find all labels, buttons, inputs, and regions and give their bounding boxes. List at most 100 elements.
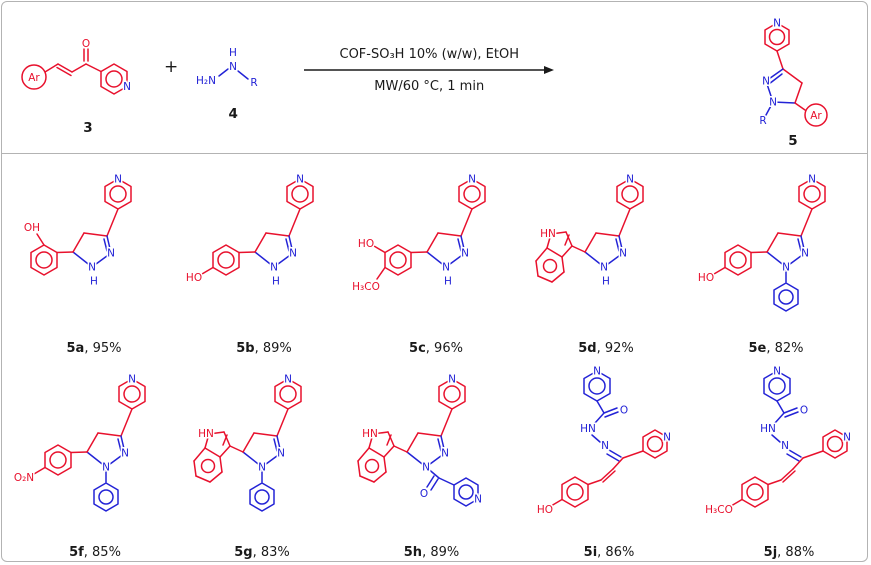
oh-bond bbox=[36, 233, 45, 246]
ho-label: HO bbox=[537, 504, 553, 516]
pyridyl-ring bbox=[802, 429, 848, 459]
compound-yield: , 92% bbox=[596, 341, 634, 356]
structure-5g: N N N HN bbox=[193, 372, 302, 512]
conditions-line1: COF-SO₃H 10% (w/w), EtOH bbox=[339, 47, 519, 62]
product-5f: N N N O₂N 5f, 85% bbox=[10, 356, 180, 560]
product-caption: 5g, 83% bbox=[234, 545, 290, 560]
n2-label: N bbox=[441, 448, 449, 460]
pyridine-n-label: N bbox=[468, 174, 476, 186]
bonds bbox=[218, 68, 249, 80]
carbonyl-o-label: O bbox=[420, 488, 428, 500]
compound-id: 5f bbox=[69, 545, 84, 560]
pyrazoline-ring bbox=[242, 408, 289, 468]
pyrazoline-ring bbox=[72, 208, 119, 268]
aryl-ring bbox=[373, 244, 428, 280]
product-caption: 5d, 92% bbox=[578, 341, 634, 356]
ho-label: HO bbox=[186, 272, 202, 284]
indolyl-group bbox=[357, 431, 408, 483]
ho-bond bbox=[713, 266, 726, 275]
structure-5a: N N N H OH bbox=[22, 172, 132, 289]
structure-5f: N N N O₂N bbox=[12, 372, 146, 512]
compound-id: 5g bbox=[234, 545, 253, 560]
n-label: N bbox=[229, 61, 237, 73]
nh-h-label: H bbox=[444, 276, 452, 288]
compound-id: 5j bbox=[763, 545, 778, 560]
n2-label: N bbox=[619, 248, 627, 260]
pyridine-n-label: N bbox=[284, 374, 292, 386]
h3co-label: H₃CO bbox=[705, 504, 733, 516]
substituents bbox=[765, 100, 828, 127]
nh-h-label: H bbox=[602, 276, 610, 288]
compound-yield: , 89% bbox=[422, 545, 460, 560]
compound-id: 5b bbox=[236, 341, 255, 356]
products-row-2: N N N O₂N 5f, 85% bbox=[10, 356, 867, 560]
hydrazide-chain bbox=[771, 400, 802, 462]
n2-label: N bbox=[801, 248, 809, 260]
product-5d: N N N H HN 5d, 92% bbox=[522, 156, 690, 356]
product-5h: N N N HN O N 5h, 89% bbox=[344, 356, 519, 560]
compound-yield: , 83% bbox=[252, 545, 290, 560]
n1-label: N bbox=[102, 462, 110, 474]
aryl-ring bbox=[713, 244, 768, 276]
pyridine-n-label: N bbox=[808, 174, 816, 186]
hn-label: HN bbox=[760, 423, 776, 435]
imine-n-label: N bbox=[781, 440, 789, 452]
pyridyl-ring bbox=[100, 63, 128, 95]
product-5a: N N N H OH 5a, 95% bbox=[10, 156, 178, 356]
compound-number-4: 4 bbox=[228, 106, 238, 122]
ho-bond bbox=[550, 498, 563, 507]
imine-n-label: N bbox=[601, 440, 609, 452]
ome-bond bbox=[730, 498, 743, 507]
pyridyl-ring bbox=[622, 429, 668, 459]
carbonyl-o-label: O bbox=[82, 38, 90, 50]
compound-yield: , 89% bbox=[254, 341, 292, 356]
n2-label: N bbox=[121, 448, 129, 460]
structure-pyrazoline-5: N N N R Ar bbox=[758, 16, 828, 128]
pyridine-n-label: N bbox=[123, 81, 131, 93]
pyrazoline-ring bbox=[584, 208, 631, 268]
compound-id: 5e bbox=[748, 341, 767, 356]
aryl-circle bbox=[804, 102, 828, 127]
product-5g: N N N HN 5g, 83% bbox=[180, 356, 344, 560]
nh-h-label: H bbox=[229, 47, 237, 59]
structure-5c: N N N H HO H₃CO bbox=[351, 172, 486, 295]
r-group-label: R bbox=[251, 77, 258, 89]
product-5e: N N N HO 5e, 82% bbox=[690, 156, 862, 356]
ar-label: Ar bbox=[810, 110, 822, 122]
pyrazoline-ring bbox=[426, 208, 473, 268]
compound-yield: , 86% bbox=[597, 545, 635, 560]
structure-chalcone-3: Ar O N bbox=[21, 37, 132, 95]
hn-label: HN bbox=[580, 423, 596, 435]
n2-label: N bbox=[289, 248, 297, 260]
aryl-ring bbox=[201, 244, 256, 276]
structure-5e: N N N HO bbox=[696, 172, 826, 312]
n1-label: N bbox=[769, 96, 777, 108]
aryl-ring bbox=[33, 444, 88, 476]
reactant-4: H₂N H N R 4 bbox=[188, 33, 278, 123]
acyl-pyridine-n-label: N bbox=[593, 366, 601, 378]
products-row-1: N N N H OH 5a, 95% bbox=[10, 156, 867, 356]
n2-label: N bbox=[107, 248, 115, 260]
n-phenyl-group bbox=[249, 466, 275, 512]
product-caption: 5a, 95% bbox=[67, 341, 122, 356]
compound-yield: , 82% bbox=[766, 341, 804, 356]
structure-5b: N N N H HO bbox=[184, 172, 314, 289]
pyrazoline-ring bbox=[766, 208, 813, 268]
pyridine-n-label: N bbox=[296, 174, 304, 186]
vinyl-aryl-group bbox=[730, 457, 804, 508]
plus-sign: + bbox=[164, 56, 179, 77]
structure-5d: N N N H HN bbox=[535, 172, 644, 289]
product-5b: N N N H HO 5b, 89% bbox=[178, 156, 350, 356]
n-phenyl-group bbox=[93, 466, 119, 512]
pyridine-n-label: N bbox=[626, 174, 634, 186]
pyridine-n-label: N bbox=[663, 432, 671, 444]
vinyl-aryl-group bbox=[550, 457, 624, 508]
isonicotinoyl-group bbox=[425, 466, 479, 507]
product-caption: 5j, 88% bbox=[764, 545, 815, 560]
compound-yield: , 85% bbox=[83, 545, 121, 560]
ho-label: HO bbox=[698, 272, 714, 284]
oh-label: OH bbox=[24, 222, 40, 234]
acyl-pyridine-n-label: N bbox=[474, 494, 482, 506]
indolyl-group bbox=[193, 431, 244, 483]
reactant-3: Ar O N 3 bbox=[18, 19, 158, 136]
